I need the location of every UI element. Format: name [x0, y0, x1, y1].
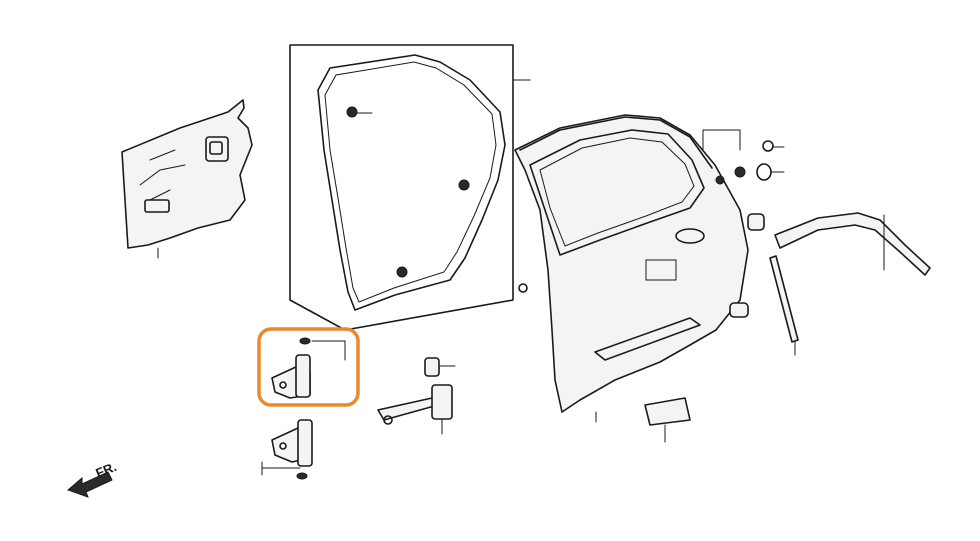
- door-clip[interactable]: [702, 129, 785, 185]
- door-liner-panel[interactable]: [121, 99, 253, 259]
- upper-door-hinge[interactable]: [257, 327, 360, 407]
- door-weatherstrip[interactable]: [289, 44, 531, 331]
- rear-door-panel[interactable]: [514, 114, 749, 423]
- door-seal-strip[interactable]: [644, 397, 691, 443]
- door-checker[interactable]: [377, 357, 456, 435]
- lower-door-hinge[interactable]: [261, 419, 313, 480]
- front-arrow-label: FR.: [94, 459, 119, 481]
- front-direction-arrow: FR.: [67, 459, 119, 498]
- door-molding[interactable]: [774, 212, 931, 276]
- highlight-frame: [257, 327, 360, 407]
- door-bumper[interactable]: [729, 213, 765, 318]
- door-sash-tape[interactable]: [769, 255, 799, 356]
